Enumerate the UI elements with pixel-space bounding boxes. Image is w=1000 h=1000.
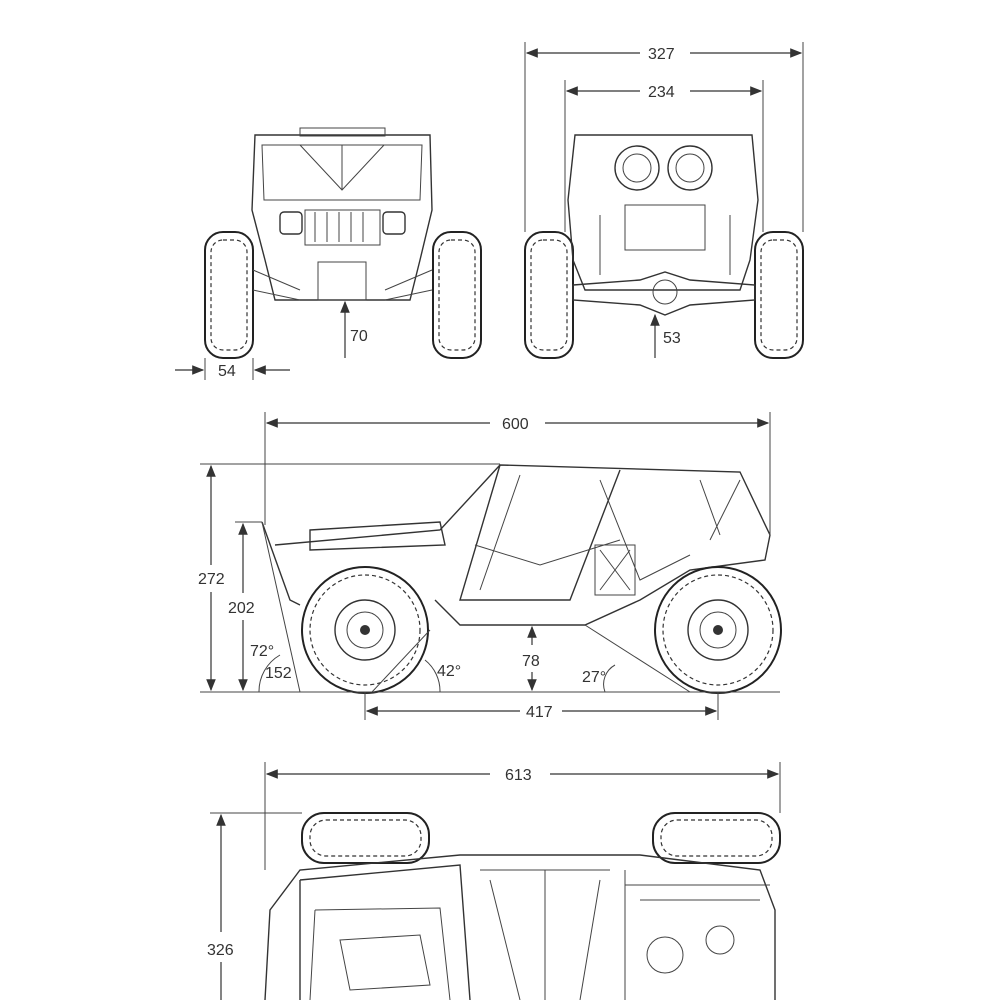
- top-view: [264, 812, 781, 1000]
- rear-view: [524, 134, 804, 359]
- front-overhang-label: 152: [265, 665, 292, 682]
- rear-ground-clearance-label: 53: [663, 330, 681, 347]
- top-overall-width-label: 326: [207, 942, 234, 959]
- approach-angle-label: 72°: [250, 643, 274, 660]
- side-view: [258, 464, 782, 694]
- front-right-tire: [432, 231, 482, 359]
- side-hood: [309, 521, 446, 551]
- front-body: [251, 134, 433, 301]
- rear-body: [567, 134, 759, 291]
- side-overall-length-label: 600: [502, 416, 529, 433]
- top-rear-tire: [652, 812, 781, 864]
- front-ground-clearance-label: 70: [350, 328, 368, 345]
- rear-left-tire: [524, 231, 574, 359]
- front-tire-width-label: 54: [218, 363, 236, 380]
- rear-overall-width-label: 327: [648, 46, 675, 63]
- top-front-tire: [301, 812, 430, 864]
- breakover-angle-label: 42°: [437, 663, 461, 680]
- belly-clearance-label: 78: [522, 653, 540, 670]
- front-view: [204, 127, 482, 359]
- departure-angle-label: 27°: [582, 669, 606, 686]
- top-overall-length-label: 613: [505, 767, 532, 784]
- rear-track-width-label: 234: [648, 84, 675, 101]
- wheelbase-label: 417: [526, 704, 553, 721]
- side-overall-height-label: 272: [198, 571, 225, 588]
- rear-fan-left: [614, 145, 660, 191]
- side-cage-height-label: 202: [228, 600, 255, 617]
- rear-right-tire: [754, 231, 804, 359]
- rear-fan-right: [667, 145, 713, 191]
- front-left-tire: [204, 231, 254, 359]
